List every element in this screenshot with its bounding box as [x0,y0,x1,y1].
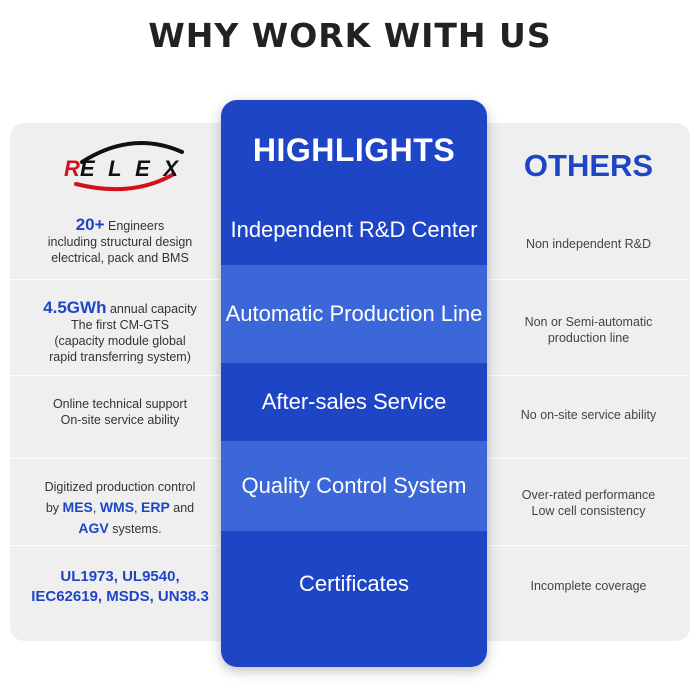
highlights-column: HIGHLIGHTS Independent R&D Center Automa… [221,100,487,667]
text: including structural design [47,234,193,249]
relex-cell: 4.5GWh annual capacity The first CM-GTS … [10,296,230,368]
row-divider [450,279,690,280]
others-column-panel [450,123,690,641]
relex-cell: Digitized production control by MES, WMS… [10,478,230,538]
highlight-item: Certificates [221,531,487,667]
highlight-item: After-sales Service [221,363,487,441]
text: Digitized production control [44,480,196,494]
highlight-item: Independent R&D Center [221,195,487,265]
text: Low cell consistency [531,504,646,518]
row-divider [450,375,690,376]
engineer-count: 20+ [75,214,105,234]
text: Engineers [104,218,165,233]
relex-column-panel [10,123,250,641]
others-header: OTHERS [523,148,654,183]
others-cell: Incomplete coverage [487,576,690,596]
row-divider [10,279,250,280]
system-name: AGV [78,520,109,536]
relex-cell: 20+ Engineers including structural desig… [10,212,230,270]
others-cell: No on-site service ability [487,405,690,425]
text: , [134,501,141,515]
svg-text:ELEX: ELEX [80,156,179,181]
row-divider [10,375,250,376]
text: , [92,501,100,515]
text: annual capacity [106,301,197,316]
others-cell: Non independent R&D [487,234,690,254]
relex-cell: UL1973, UL9540, IEC62619, MSDS, UN38.3 [10,565,230,609]
certificate-list: IEC62619, MSDS, UN38.3 [31,588,209,605]
relex-cell: Online technical support On-site service… [10,392,230,432]
row-divider [450,458,690,459]
system-name: ERP [141,499,170,515]
text: Online technical support [52,397,188,411]
text: electrical, pack and BMS [51,250,189,265]
system-name: MES [62,499,93,515]
text: rapid transferring system) [49,349,191,364]
text: systems. [108,522,162,536]
row-divider [10,545,250,546]
text: On-site service ability [60,413,180,427]
others-cell: Over-rated performance Low cell consiste… [487,485,690,521]
text: No on-site service ability [520,408,657,422]
highlight-item: Quality Control System [221,441,487,531]
text: production line [547,331,630,345]
page-title: WHY WORK WITH US [148,16,552,55]
row-divider [10,458,250,459]
relex-logo: R ELEX [64,141,184,192]
text: Non or Semi-automatic [524,315,653,329]
others-cell: Non or Semi-automatic production line [487,312,690,348]
capacity-value: 4.5GWh [43,297,107,317]
text: Over-rated performance [521,488,656,502]
text: Incomplete coverage [530,579,647,593]
text: Non independent R&D [525,237,652,251]
row-divider [450,545,690,546]
certificate-list: UL1973, UL9540, [60,568,180,585]
highlights-header-text: HIGHLIGHTS [252,132,456,168]
svg-text:R: R [64,156,80,181]
text: by [45,501,63,515]
highlight-item: Automatic Production Line [221,265,487,363]
text: The first CM-GTS [71,317,169,332]
text: and [169,501,195,515]
text: (capacity module global [54,333,186,348]
system-name: WMS [99,499,135,515]
